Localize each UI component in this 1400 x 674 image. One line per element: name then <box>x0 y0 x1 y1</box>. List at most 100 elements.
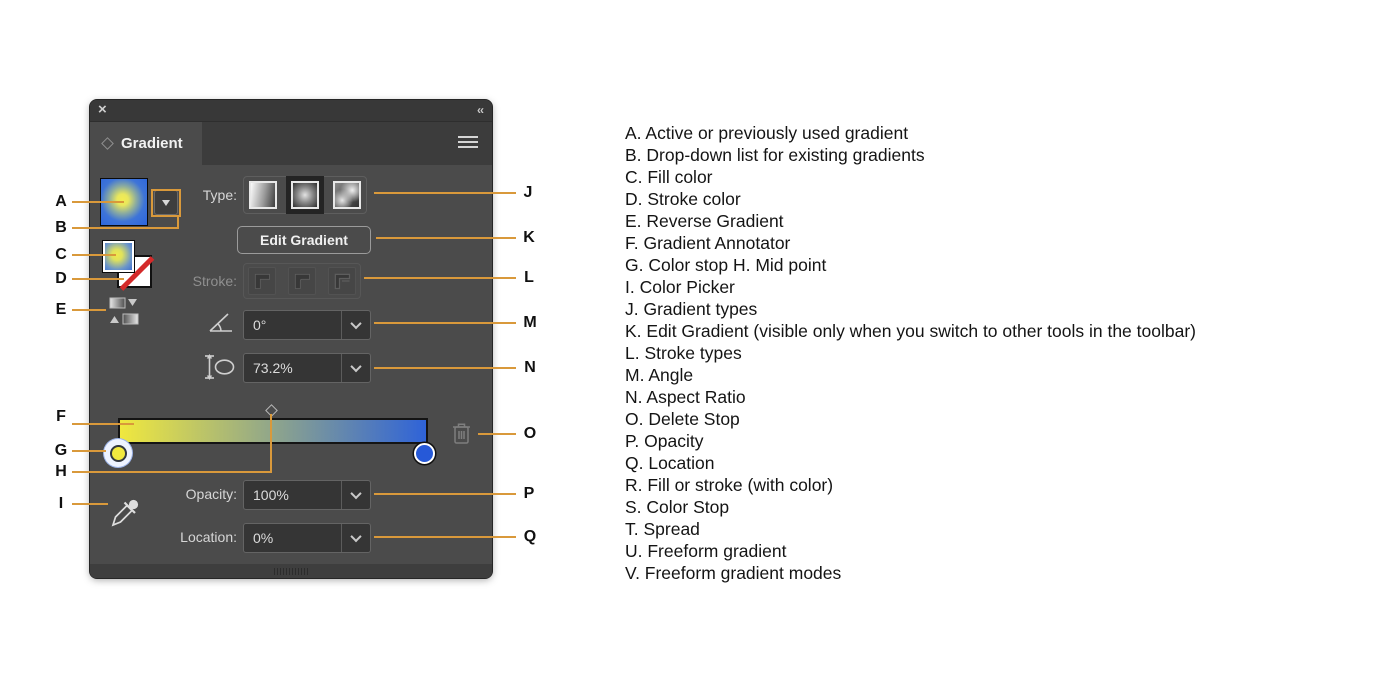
callout-letter-q: Q <box>523 528 537 545</box>
panel-menu-icon[interactable] <box>458 136 478 148</box>
aspect-ratio-field[interactable]: 73.2% <box>243 353 371 383</box>
legend-item: F. Gradient Annotator <box>625 233 791 253</box>
location-label: Location: <box>180 529 237 545</box>
callout-letter-j: J <box>523 184 533 201</box>
opacity-label: Opacity: <box>185 486 237 502</box>
edit-gradient-button[interactable]: Edit Gradient <box>237 226 371 254</box>
callout-letter-e: E <box>55 301 67 318</box>
legend-item: O. Delete Stop <box>625 409 740 429</box>
gradient-dropdown-button[interactable] <box>154 190 178 215</box>
legend-item: C. Fill color <box>625 167 713 187</box>
tab-gradient[interactable]: Gradient <box>90 122 202 165</box>
dropdown-arrow-icon <box>162 199 170 206</box>
panel-bottom-bar <box>90 564 492 578</box>
callout-letter-n: N <box>524 359 536 376</box>
collapse-panel-icon[interactable]: ‹‹ <box>477 103 484 117</box>
stroke-along-button[interactable] <box>288 267 316 295</box>
panel-title: Gradient <box>121 135 183 152</box>
resize-grip[interactable] <box>274 568 308 575</box>
legend-item: J. Gradient types <box>625 299 758 319</box>
leader-line-e <box>72 309 106 311</box>
stroke-label: Stroke: <box>192 273 237 289</box>
legend-item: G. Color stop H. Mid point <box>625 255 827 275</box>
delete-stop-icon[interactable] <box>450 421 473 451</box>
leader-line-j <box>374 192 516 194</box>
chevron-down-icon[interactable] <box>342 311 370 339</box>
gradient-stop-start[interactable] <box>104 439 132 467</box>
chevron-down-icon[interactable] <box>342 354 370 382</box>
legend-item: A. Active or previously used gradient <box>625 123 909 143</box>
gradient-stop-start-color <box>109 444 127 462</box>
leader-line-q <box>374 536 516 538</box>
legend-item: U. Freeform gradient <box>625 541 787 561</box>
stroke-within-button[interactable] <box>248 267 276 295</box>
leader-highlight-box-b <box>151 189 181 217</box>
leader-line-m <box>374 322 516 324</box>
callout-letter-b: B <box>55 219 67 236</box>
leader-line-i <box>72 503 108 505</box>
gradient-slider-bar[interactable] <box>118 418 428 444</box>
legend-item: T. Spread <box>625 519 700 539</box>
leader-line-c <box>72 254 116 256</box>
leader-line-h-vertical <box>270 414 272 473</box>
legend-item: K. Edit Gradient (visible only when you … <box>625 321 1196 341</box>
stroke-across-button[interactable] <box>328 267 356 295</box>
freeform-gradient-type-button[interactable] <box>333 181 361 209</box>
location-field[interactable]: 0% <box>243 523 371 553</box>
type-label: Type: <box>202 187 237 203</box>
aspect-ratio-icon <box>204 353 236 386</box>
callout-letter-k: K <box>523 229 535 246</box>
legend-item: I. Color Picker <box>625 277 735 297</box>
chevron-down-icon[interactable] <box>342 481 370 509</box>
location-value[interactable]: 0% <box>253 530 274 546</box>
legend-item: Q. Location <box>625 453 715 473</box>
callout-letter-d: D <box>55 270 67 287</box>
legend-item: D. Stroke color <box>625 189 741 209</box>
fill-color-swatch[interactable] <box>102 240 135 273</box>
leader-line-o <box>478 433 516 435</box>
opacity-value[interactable]: 100% <box>253 487 289 503</box>
legend-list: A. Active or previously used gradient B.… <box>625 122 1325 584</box>
legend-item: S. Color Stop <box>625 497 730 517</box>
leader-line-g <box>72 450 106 452</box>
callout-letter-m: M <box>523 314 537 331</box>
legend-item: L. Stroke types <box>625 343 742 363</box>
leader-line-p <box>374 493 516 495</box>
angle-value[interactable]: 0° <box>253 317 267 333</box>
legend-item: P. Opacity <box>625 431 704 451</box>
aspect-ratio-value[interactable]: 73.2% <box>253 360 293 376</box>
callout-letter-c: C <box>55 246 67 263</box>
stroke-type-group <box>243 263 361 299</box>
reverse-gradient-button[interactable] <box>108 296 140 331</box>
radial-gradient-type-selected[interactable] <box>286 176 324 214</box>
angle-icon <box>208 310 234 339</box>
legend-item: V. Freeform gradient modes <box>625 563 842 583</box>
close-icon[interactable]: × <box>98 101 107 118</box>
callout-letter-g: G <box>54 442 68 459</box>
color-picker-eyedropper-icon[interactable] <box>108 490 142 535</box>
leader-line-l <box>364 277 516 279</box>
gradient-type-group <box>243 176 367 214</box>
callout-letter-o: O <box>523 425 537 442</box>
angle-field[interactable]: 0° <box>243 310 371 340</box>
leader-line-b-vertical <box>177 216 179 229</box>
callout-letter-p: P <box>523 485 535 502</box>
callout-letter-a: A <box>55 193 67 210</box>
gradient-panel: × ‹‹ Gradient <box>90 100 492 578</box>
callout-letter-l: L <box>524 269 534 286</box>
leader-line-h <box>72 471 272 473</box>
legend-item: E. Reverse Gradient <box>625 211 784 231</box>
legend-item: B. Drop-down list for existing gradients <box>625 145 925 165</box>
radial-gradient-type-button[interactable] <box>291 181 319 209</box>
linear-gradient-type-button[interactable] <box>249 181 277 209</box>
leader-line-n <box>374 367 516 369</box>
panel-titlebar[interactable]: × ‹‹ <box>90 100 492 122</box>
callout-letter-i: I <box>58 495 64 512</box>
callout-letter-f: F <box>56 408 66 425</box>
callout-letter-h: H <box>55 463 67 480</box>
opacity-field[interactable]: 100% <box>243 480 371 510</box>
panel-tab-row: Gradient <box>90 122 492 165</box>
legend-item: M. Angle <box>625 365 694 385</box>
gradient-stop-end[interactable] <box>414 443 435 464</box>
chevron-down-icon[interactable] <box>342 524 370 552</box>
